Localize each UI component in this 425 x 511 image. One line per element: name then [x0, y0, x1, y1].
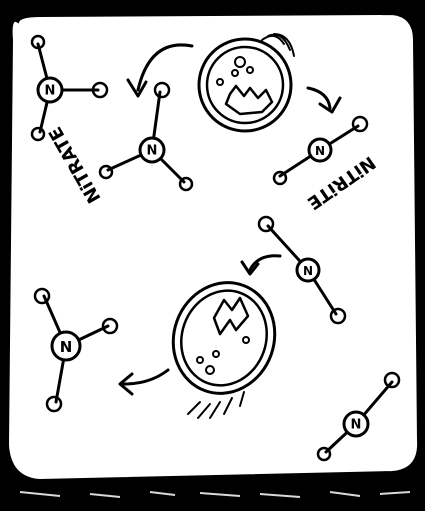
atom-label: N — [303, 264, 313, 278]
bottom-edge-scribbles — [20, 492, 410, 497]
atom-label: N — [315, 144, 325, 158]
atom-label: N — [351, 418, 362, 433]
atom-label: N — [45, 84, 56, 99]
paper-card — [8, 14, 418, 480]
atom-label: N — [147, 144, 158, 159]
atom-label: N — [60, 338, 73, 356]
